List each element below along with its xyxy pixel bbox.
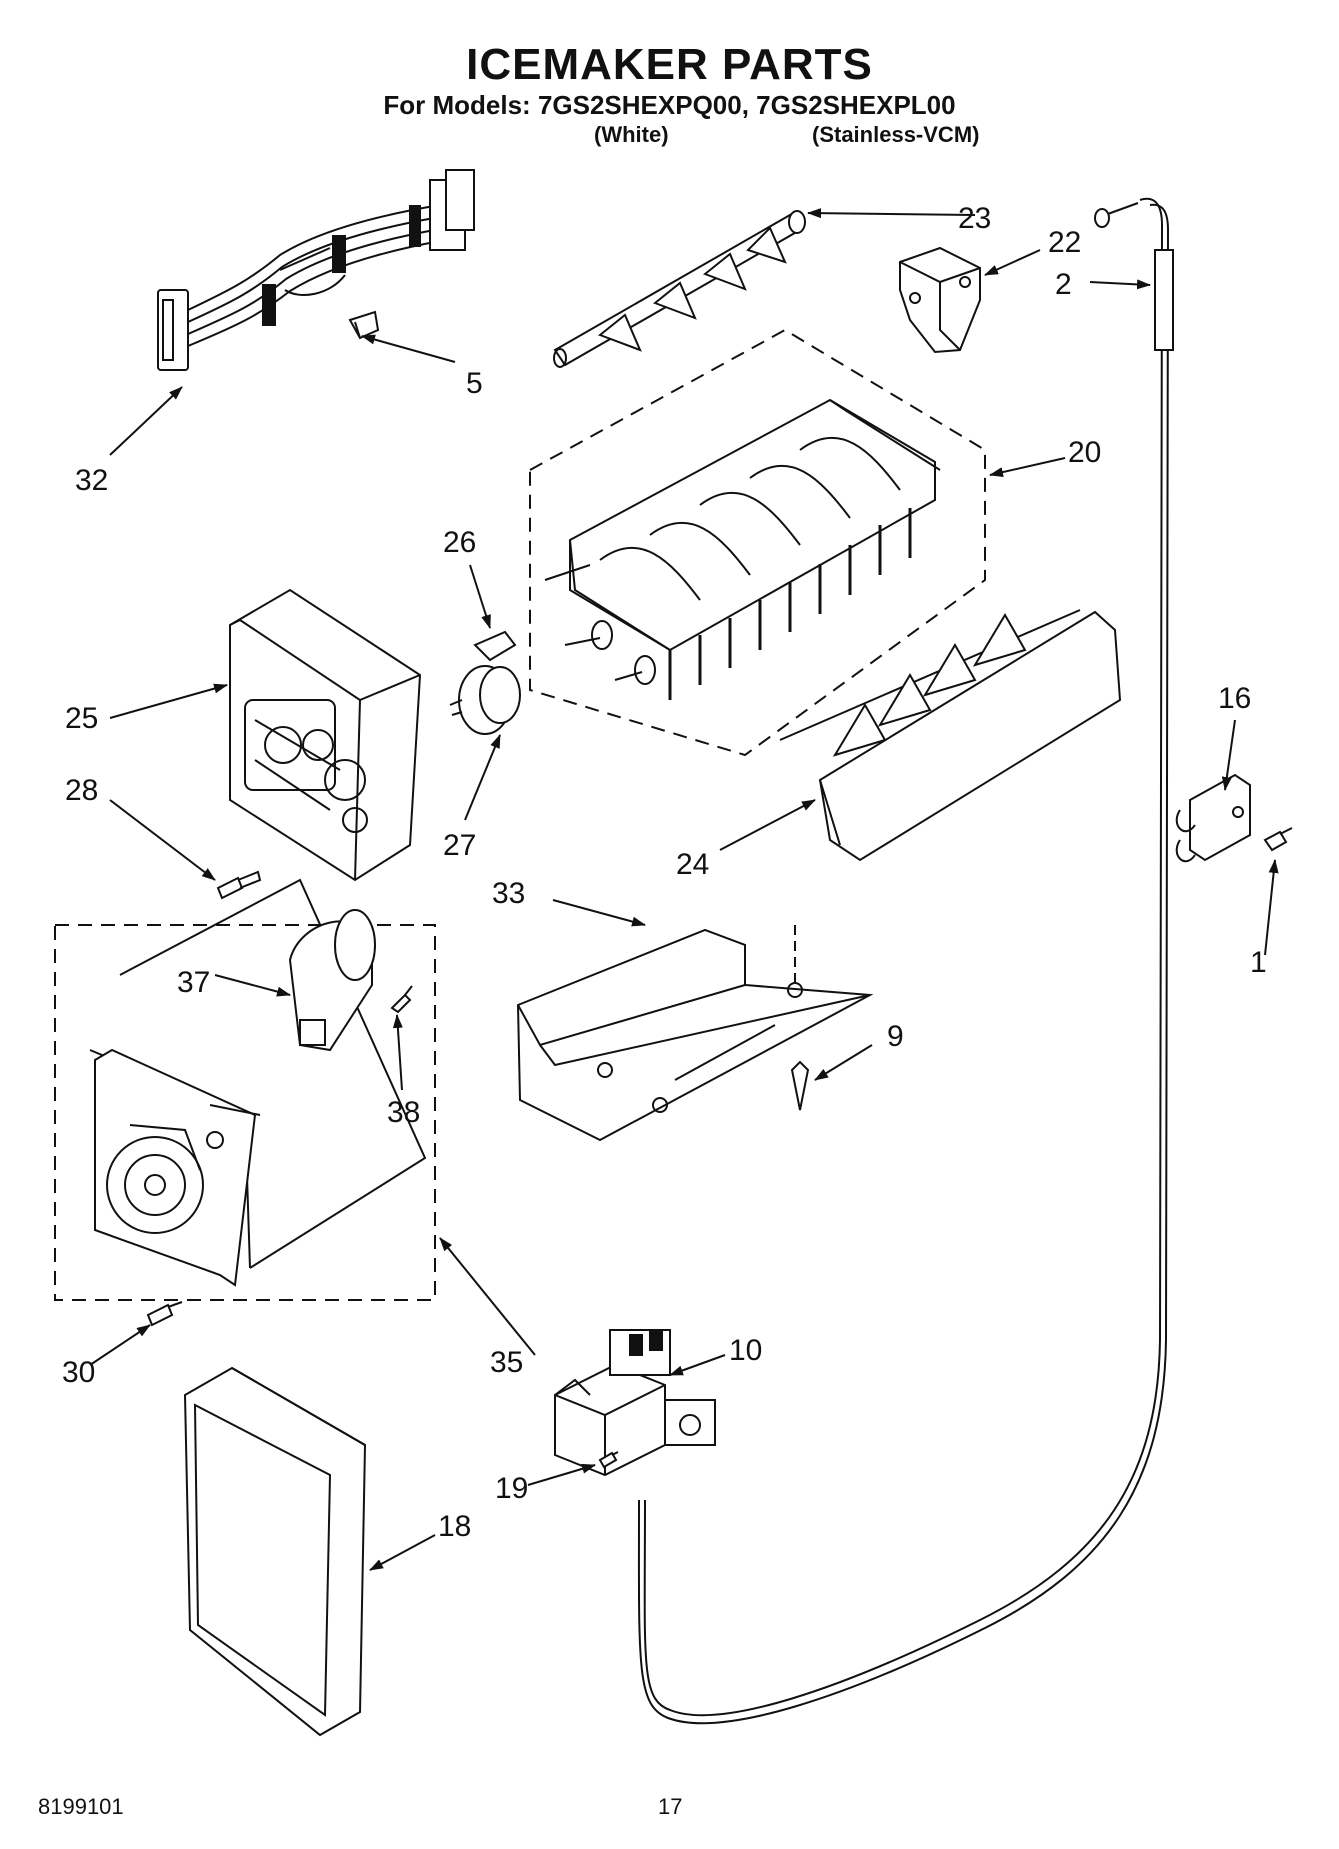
leader-arrows [89, 208, 1279, 1571]
variant-white-label: (White) [594, 122, 669, 147]
callout-28: 28 [65, 774, 98, 807]
ejector-shaft-part [553, 210, 806, 368]
control-housing-part [229, 588, 422, 882]
fill-tube-part [637, 197, 1174, 1725]
page-number: 17 [658, 1794, 683, 1819]
thermostat-part [449, 665, 521, 735]
callout-1: 1 [1250, 946, 1267, 979]
foam-pad-part [183, 1366, 367, 1737]
valve-screw-part [598, 1451, 619, 1469]
callout-20: 20 [1068, 436, 1101, 469]
water-valve-part [554, 1329, 716, 1477]
callout-16: 16 [1218, 682, 1251, 715]
callout-30: 30 [62, 1356, 95, 1389]
callout-37: 37 [177, 966, 210, 999]
housing-screw-part [216, 870, 262, 900]
callout-18: 18 [438, 1510, 471, 1543]
callout-2: 2 [1055, 268, 1072, 301]
callout-38: 38 [387, 1096, 420, 1129]
motor-screw-part [390, 985, 413, 1014]
shield-part [516, 925, 874, 1142]
models-subtitle: For Models: 7GS2SHEXPQ00, 7GS2SHEXPL00 [383, 90, 956, 120]
callout-35: 35 [490, 1346, 523, 1379]
callout-5: 5 [466, 367, 483, 400]
callout-23: 23 [958, 202, 991, 235]
page-title: ICEMAKER PARTS [466, 40, 873, 89]
callout-25: 25 [65, 702, 98, 735]
callout-19: 19 [495, 1472, 528, 1505]
callout-27: 27 [443, 829, 476, 862]
callout-labels: 23 22 2 5 32 20 26 25 16 27 28 24 1 33 3… [62, 202, 1267, 1543]
module-screw-part [146, 1301, 183, 1327]
callout-26: 26 [443, 526, 476, 559]
callout-9: 9 [887, 1020, 904, 1053]
wire-clip-part [348, 310, 380, 340]
document-number: 8199101 [38, 1794, 124, 1819]
callout-22: 22 [1048, 226, 1081, 259]
tube-clamp-part [1175, 773, 1251, 863]
callout-24: 24 [676, 848, 709, 881]
variant-stainless-label: (Stainless-VCM) [812, 122, 980, 147]
callout-10: 10 [729, 1334, 762, 1367]
clamp-screw-part [1263, 827, 1293, 852]
callout-32: 32 [75, 464, 108, 497]
small-clip-part [473, 630, 517, 662]
motor-part [288, 909, 376, 1052]
callout-33: 33 [492, 877, 525, 910]
module-board-part [94, 1048, 261, 1287]
fill-cup-bracket-part [899, 246, 981, 354]
ice-mold-part [529, 328, 986, 757]
shield-screw-part [790, 1060, 810, 1111]
wire-harness-part [157, 169, 475, 371]
stripper-part [779, 609, 1122, 862]
